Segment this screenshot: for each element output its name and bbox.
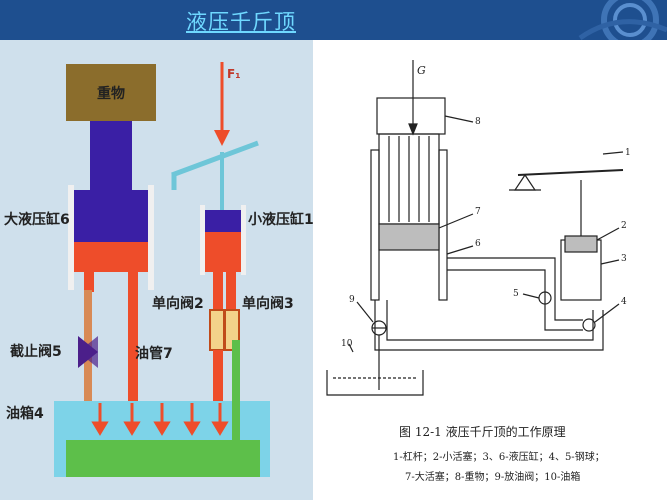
leader-2 bbox=[596, 227, 620, 241]
pipe-upper-inner bbox=[447, 269, 583, 331]
force-label: F₁ bbox=[227, 67, 240, 81]
leader-6 bbox=[446, 245, 474, 255]
pipe-lower-inner bbox=[386, 300, 594, 341]
check-valve-2-pipe bbox=[213, 272, 223, 342]
pipe-lower bbox=[374, 300, 604, 351]
color-schematic-drawing: 重物 大液压缸6 F₁ 小液压缸1 bbox=[4, 62, 314, 477]
suction-pipe bbox=[232, 340, 240, 450]
big-piston-seal bbox=[378, 223, 440, 251]
small-cylinder-wall-left bbox=[200, 205, 205, 275]
caption-title: 图 12-1 液压千斤顶的工作原理 bbox=[399, 424, 566, 439]
big-cylinder-wall-right bbox=[148, 185, 154, 290]
weight-block bbox=[66, 64, 156, 121]
big-cylinder-pipe bbox=[128, 272, 138, 407]
tank-10 bbox=[326, 370, 424, 396]
check-valve-2-label: 单向阀2 bbox=[152, 295, 204, 312]
return-arrow-head-3-icon bbox=[153, 421, 171, 436]
title-bar: 液压千斤顶 bbox=[0, 0, 667, 40]
line-schematic: G 1 2 3 4 5 6 7 8 9 10 图 12-1 液压千斤顶的工作原理… bbox=[313, 40, 667, 500]
check-valve-3-label: 单向阀3 bbox=[242, 295, 294, 312]
slide-title[interactable]: 液压千斤顶 bbox=[186, 10, 296, 34]
return-arrow-head-2-icon bbox=[123, 421, 141, 436]
leader-1 bbox=[602, 151, 624, 155]
part-7-label: 7 bbox=[475, 207, 481, 217]
part-1-label: 1 bbox=[625, 148, 631, 158]
leader-5 bbox=[522, 293, 540, 299]
big-cylinder-outlet bbox=[84, 272, 94, 292]
check-valve-3-pipe bbox=[226, 272, 236, 342]
lever-pivot-icon bbox=[513, 173, 537, 191]
tank-oil bbox=[66, 440, 260, 477]
leader-7 bbox=[438, 213, 474, 229]
part-6-label: 6 bbox=[475, 239, 481, 249]
small-cylinder-label: 小液压缸1 bbox=[248, 211, 313, 228]
return-arrow-head-1-icon bbox=[91, 421, 109, 436]
pipe-upper bbox=[447, 257, 583, 321]
leader-3 bbox=[600, 259, 620, 265]
return-arrow-head-4-icon bbox=[183, 421, 201, 436]
big-cylinder-label: 大液压缸6 bbox=[4, 211, 70, 228]
part-10-label: 10 bbox=[341, 339, 353, 349]
return-flow-arrows bbox=[91, 403, 229, 436]
part-4-label: 4 bbox=[621, 297, 627, 307]
check-valve-2-icon bbox=[209, 309, 225, 351]
part-2-label: 2 bbox=[621, 221, 627, 231]
oil-tank-label: 油箱4 bbox=[6, 405, 44, 422]
color-schematic: 重物 大液压缸6 F₁ 小液压缸1 bbox=[0, 40, 314, 500]
big-piston-head bbox=[74, 190, 148, 242]
small-piston-head bbox=[205, 210, 241, 232]
steel-ball-4-icon bbox=[582, 318, 596, 332]
small-piston-2 bbox=[564, 235, 598, 253]
caption-line-2: 7-大活塞；8-重物；9-放油阀；10-油箱 bbox=[405, 470, 580, 483]
big-cylinder-oil bbox=[74, 242, 148, 272]
part-9-label: 9 bbox=[349, 295, 355, 305]
big-piston-rod bbox=[90, 121, 132, 199]
lever-bar bbox=[171, 140, 259, 178]
line-schematic-drawing: G 1 2 3 4 5 6 7 8 9 10 图 12-1 液压千斤顶的工作原理… bbox=[326, 60, 631, 483]
small-cylinder-wall-right bbox=[241, 205, 246, 275]
weight-label: 重物 bbox=[97, 85, 125, 102]
leader-8 bbox=[444, 115, 474, 123]
big-cylinder-wall-left bbox=[68, 185, 74, 290]
decorative-wave-icon bbox=[578, 0, 667, 40]
stop-valve-label: 截止阀5 bbox=[10, 343, 62, 360]
leader-4 bbox=[594, 303, 620, 323]
part-5-label: 5 bbox=[513, 289, 519, 299]
leader-10 bbox=[348, 343, 354, 353]
big-cylinder-wall-left bbox=[370, 149, 380, 301]
load-label: G bbox=[417, 64, 426, 77]
oil-pipe-label: 油管7 bbox=[135, 345, 173, 362]
lever-1 bbox=[517, 169, 624, 176]
small-cylinder-oil bbox=[205, 232, 241, 272]
part-8-label: 8 bbox=[475, 117, 481, 127]
load-arrow-head-icon bbox=[408, 123, 418, 136]
force-arrow-head-icon bbox=[214, 130, 230, 146]
caption-line-1: 1-杠杆；2-小活塞；3、6-液压缸；4、5-钢球； bbox=[393, 450, 605, 463]
leader-9 bbox=[356, 301, 374, 323]
stop-valve-icon-back bbox=[78, 336, 98, 368]
part-3-label: 3 bbox=[621, 254, 627, 264]
stop-valve-pipe bbox=[84, 290, 92, 440]
return-arrow-head-5-icon bbox=[211, 421, 229, 436]
